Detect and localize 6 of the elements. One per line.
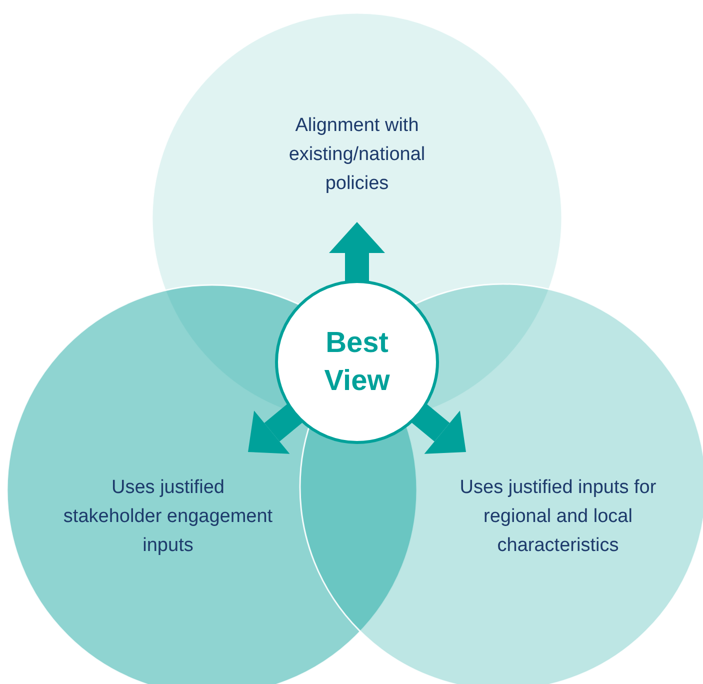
arrow bbox=[410, 402, 466, 454]
hub-label: Best View bbox=[323, 326, 391, 399]
circle-label: Uses justified inputs for regional and local characteristics bbox=[443, 473, 673, 560]
circle-label: Uses justified stakeholder engagement inputs bbox=[63, 473, 273, 560]
circle-label: Alignment with existing/national policies bbox=[262, 111, 452, 198]
arrow bbox=[248, 402, 304, 454]
